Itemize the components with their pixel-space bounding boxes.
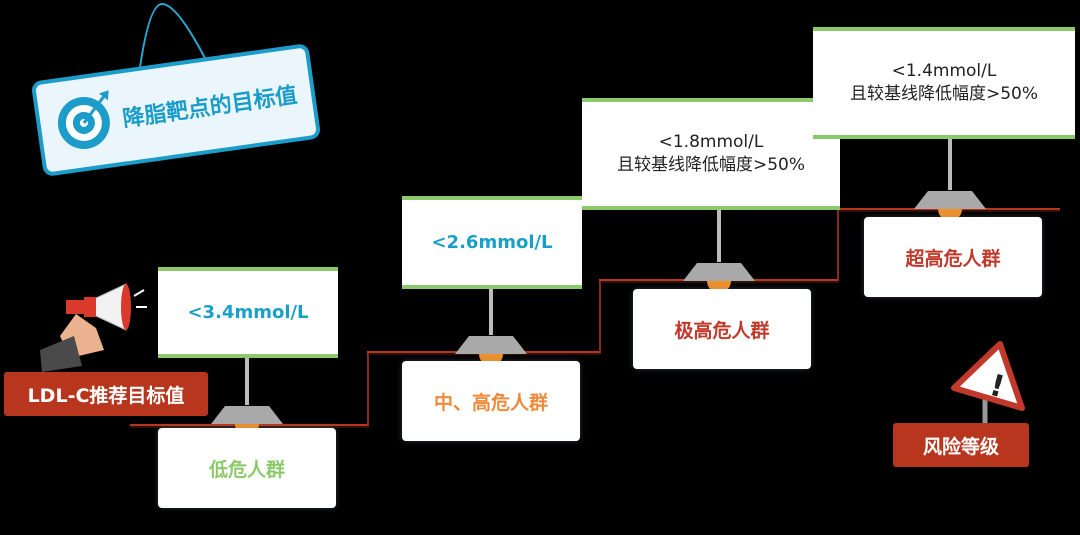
target-icon — [57, 90, 110, 149]
megaphone-icon — [40, 283, 147, 372]
target-value: <3.4mmol/L — [187, 302, 309, 323]
target-condition: 且较基线降低幅度>50% — [616, 155, 806, 175]
sign-string — [137, 2, 211, 83]
ldl-c-label: LDL-C推荐目标值 — [4, 372, 208, 416]
warning-icon: ! — [951, 341, 1025, 425]
risk-group-low: 低危人群 — [158, 428, 336, 508]
target-condition: 且较基线降低幅度>50% — [849, 84, 1039, 104]
target-box-2: <2.6mmol/L — [402, 196, 582, 289]
risk-level-label: 风险等级 — [893, 423, 1029, 467]
risk-group-medium-high: 中、高危人群 — [402, 361, 580, 441]
risk-group-very-high: 极高危人群 — [633, 289, 811, 369]
target-box-4: <1.4mmol/L 且较基线降低幅度>50% — [813, 27, 1075, 139]
target-value: <2.6mmol/L — [431, 232, 553, 253]
title-sign: 降脂靶点的目标值 — [30, 42, 322, 178]
target-box-1: <3.4mmol/L — [158, 267, 338, 358]
risk-group-extreme: 超高危人群 — [864, 217, 1042, 297]
target-value: <1.4mmol/L — [891, 61, 997, 81]
target-value: <1.8mmol/L — [658, 132, 764, 152]
target-box-3: <1.8mmol/L 且较基线降低幅度>50% — [582, 98, 840, 210]
sign-title: 降脂靶点的目标值 — [121, 83, 299, 133]
